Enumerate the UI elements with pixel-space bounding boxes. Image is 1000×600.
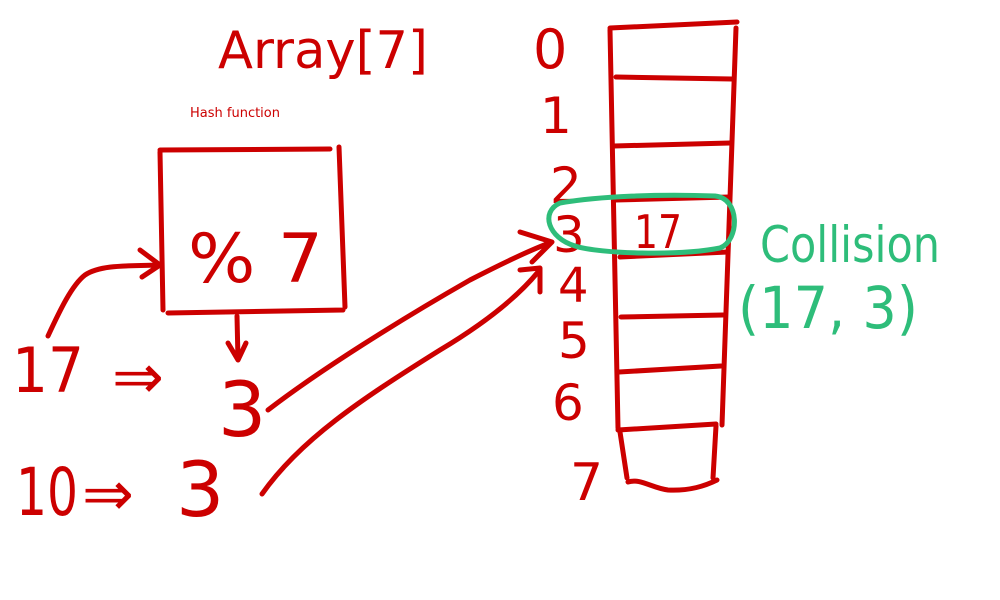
collision-label: Collision	[760, 216, 940, 274]
array-cells	[607, 19, 740, 493]
array-index: 6	[552, 374, 584, 432]
array-index: 7	[570, 453, 603, 513]
array-title: Array[7]	[218, 21, 428, 81]
input-key-10: 10	[16, 454, 78, 531]
input-arrow-2: ⇒	[82, 457, 134, 530]
collision-highlight	[546, 192, 737, 256]
arrow-key-to-hash	[45, 247, 163, 339]
input-result-1: 3	[218, 365, 266, 454]
input-key-17: 17	[12, 334, 84, 407]
collision-pair: (17, 3)	[738, 274, 918, 342]
hash-operation: % 7	[188, 220, 323, 299]
array-index: 1	[540, 87, 572, 145]
arrow-hash-to-result	[225, 313, 249, 363]
input-arrow-1: ⇒	[112, 340, 164, 413]
array-index: 4	[558, 258, 589, 314]
stored-value: 17	[634, 205, 682, 259]
arrow-result1-to-slot	[265, 229, 555, 413]
input-result-2: 3	[176, 445, 224, 534]
array-indices: 0 1 2 3 4 5 6 7	[533, 18, 603, 513]
hash-function-box	[157, 144, 348, 316]
arrow-result2-to-slot	[259, 265, 543, 497]
array-index: 5	[558, 312, 590, 370]
array-index: 0	[533, 18, 567, 81]
hash-function-label: Hash function	[190, 106, 280, 121]
